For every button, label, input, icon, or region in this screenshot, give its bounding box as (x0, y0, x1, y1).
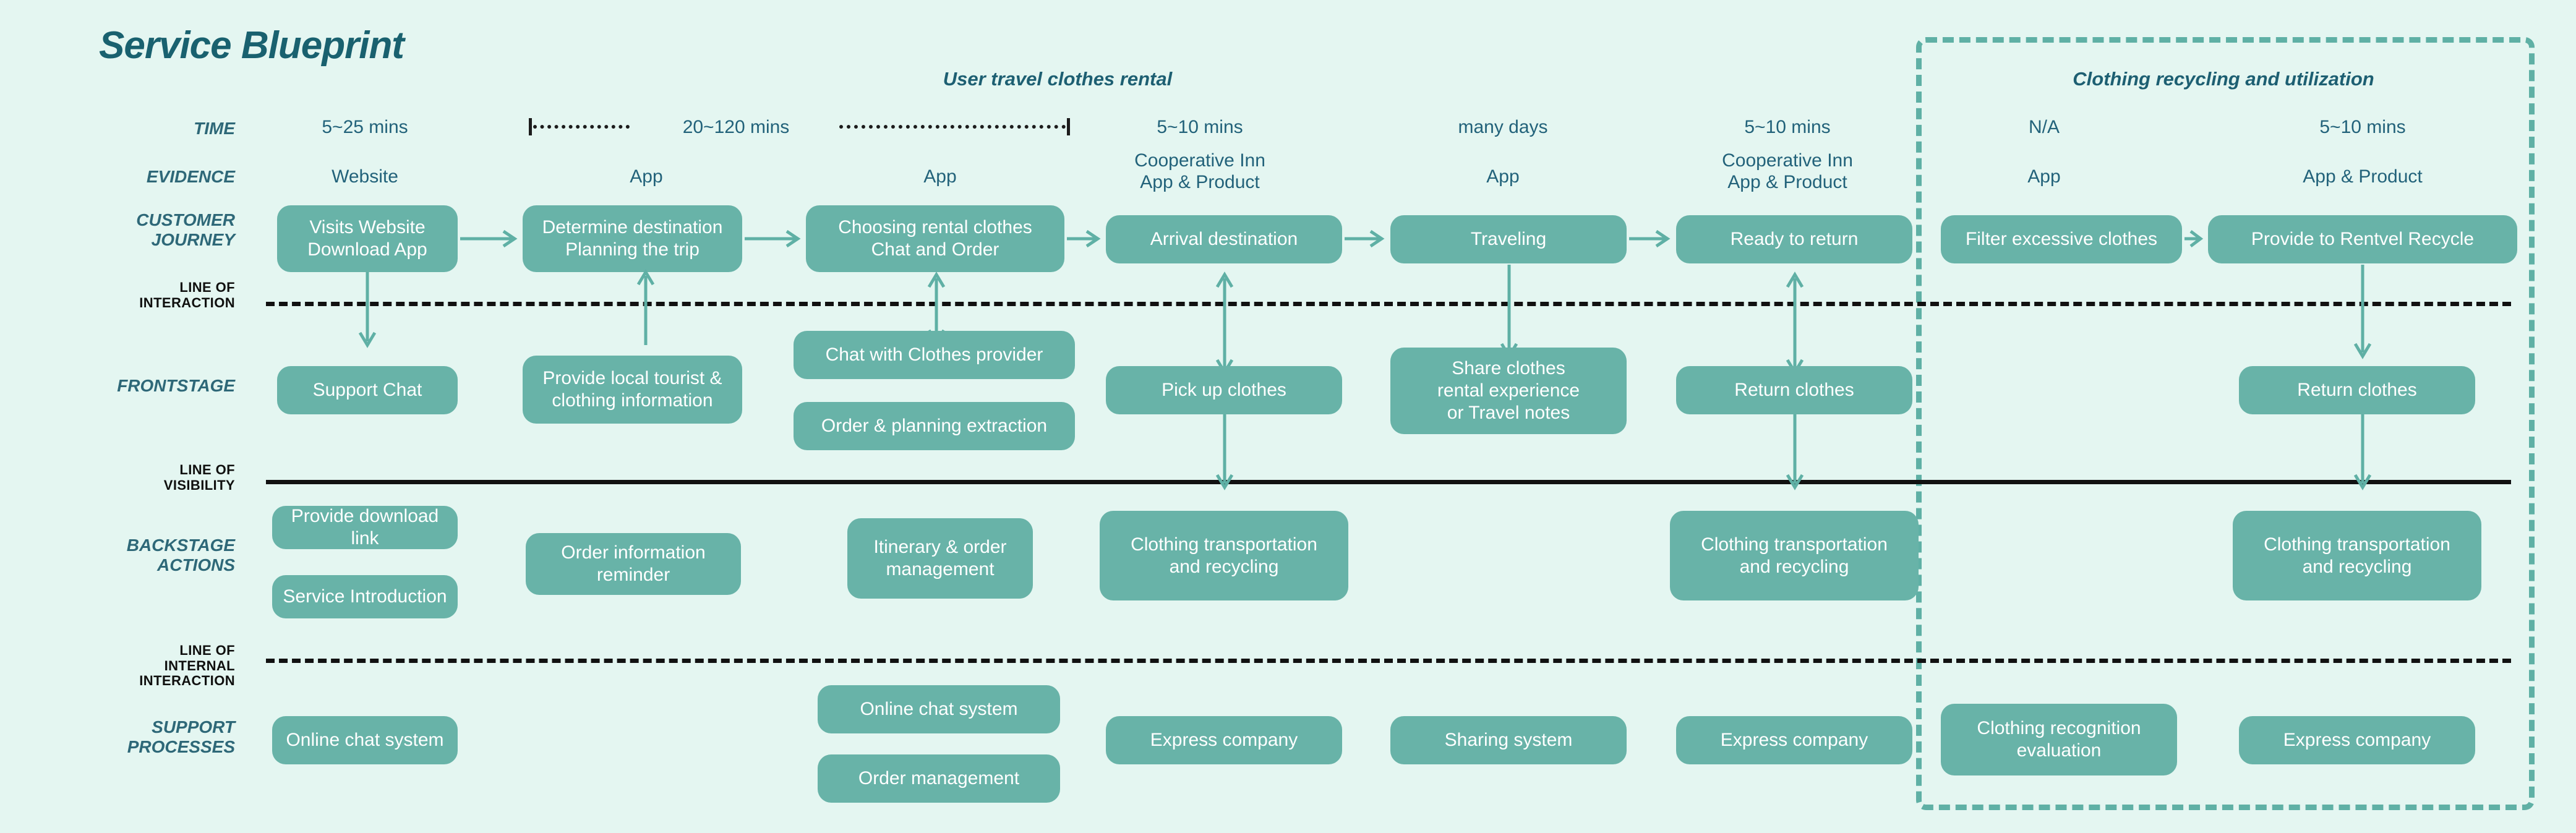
backstage-card-8-1[interactable]: Clothing transportation and recycling (2233, 511, 2481, 600)
time-col-7: N/A (2028, 117, 2060, 137)
line-label-visibility: LINE OF VISIBILITY (163, 462, 235, 493)
line-of-internal-interaction (266, 659, 2511, 663)
backstage-card-4-1[interactable]: Clothing transportation and recycling (1100, 511, 1348, 600)
frontstage-card-1-1[interactable]: Support Chat (277, 366, 458, 414)
evidence-col-6: Cooperative Inn App & Product (1722, 150, 1853, 193)
connector-col4-bidirectional (1215, 271, 1234, 375)
customer-journey-card-1[interactable]: Visits Website Download App (277, 205, 458, 272)
frontstage-card-8-1[interactable]: Return clothes (2239, 366, 2475, 414)
evidence-col-5: App (1486, 166, 1520, 187)
phase-title-travel-rental: User travel clothes rental (943, 68, 1173, 90)
evidence-col-7: App (2027, 166, 2061, 187)
support-card-3-2[interactable]: Order management (818, 754, 1060, 803)
support-card-7-1[interactable]: Clothing recognition evaluation (1941, 704, 2177, 775)
page-title: Service Blueprint (99, 24, 404, 67)
frontstage-card-4-1[interactable]: Pick up clothes (1106, 366, 1342, 414)
row-label-support: SUPPORT PROCESSES (127, 717, 235, 757)
journey-arrow-1-2 (460, 229, 518, 248)
customer-journey-card-8[interactable]: Provide to Rentvel Recycle (2208, 215, 2517, 263)
connector-col6-bidirectional (1786, 271, 1804, 375)
frontstage-card-5-1[interactable]: Share clothes rental experience or Trave… (1390, 348, 1627, 434)
connector-col8-visibility-down (2353, 414, 2372, 490)
journey-arrow-7-8 (2184, 230, 2204, 247)
journey-arrow-5-6 (1629, 229, 1671, 248)
backstage-card-1-1[interactable]: Provide download link (272, 506, 458, 549)
time-bracket-left (529, 118, 631, 135)
customer-journey-card-5[interactable]: Traveling (1390, 215, 1627, 263)
connector-col6-visibility-down (1786, 414, 1804, 490)
line-of-visibility (266, 480, 2511, 484)
backstage-card-1-2[interactable]: Service Introduction (272, 575, 458, 618)
journey-arrow-3-4 (1067, 229, 1101, 248)
support-card-1-1[interactable]: Online chat system (272, 716, 458, 764)
frontstage-card-3-1[interactable]: Chat with Clothes provider (794, 331, 1075, 379)
time-col-2: 20~120 mins (682, 117, 790, 137)
time-col-1: 5~25 mins (322, 117, 408, 137)
journey-arrow-4-5 (1345, 229, 1385, 248)
row-label-backstage: BACKSTAGE ACTIONS (126, 536, 235, 575)
line-label-internal-interaction: LINE OF INTERNAL INTERACTION (139, 643, 235, 689)
support-card-8-1[interactable]: Express company (2239, 716, 2475, 764)
row-label-frontstage: FRONTSTAGE (117, 376, 235, 395)
frontstage-card-2-1[interactable]: Provide local tourist & clothing informa… (523, 356, 742, 424)
customer-journey-card-4[interactable]: Arrival destination (1106, 215, 1342, 263)
row-label-customer-journey: CUSTOMER JOURNEY (136, 210, 235, 250)
support-card-5-1[interactable]: Sharing system (1390, 716, 1627, 764)
connector-col4-visibility-down (1215, 414, 1234, 490)
time-bracket-right (838, 118, 1070, 135)
support-card-3-1[interactable]: Online chat system (818, 685, 1060, 733)
customer-journey-card-6[interactable]: Ready to return (1676, 215, 1912, 263)
backstage-card-6-1[interactable]: Clothing transportation and recycling (1670, 511, 1919, 600)
journey-arrow-2-3 (745, 229, 801, 248)
row-label-time: TIME (194, 119, 235, 138)
line-of-interaction (266, 302, 2511, 306)
row-label-evidence: EVIDENCE (146, 167, 235, 186)
support-card-4-1[interactable]: Express company (1106, 716, 1342, 764)
frontstage-card-6-1[interactable]: Return clothes (1676, 366, 1912, 414)
time-col-4: 5~10 mins (1157, 117, 1243, 137)
connector-col1-down (358, 272, 377, 348)
connector-col8-down (2353, 265, 2372, 359)
backstage-card-3-1[interactable]: Itinerary & order management (847, 518, 1033, 599)
evidence-col-3: App (923, 166, 957, 187)
backstage-card-2-1[interactable]: Order information reminder (526, 533, 741, 595)
support-card-6-1[interactable]: Express company (1676, 716, 1912, 764)
customer-journey-card-2[interactable]: Determine destination Planning the trip (523, 205, 742, 272)
time-col-6: 5~10 mins (1744, 117, 1831, 137)
bracket-dots-right (839, 125, 1066, 129)
time-col-8: 5~10 mins (2319, 117, 2406, 137)
line-label-interaction: LINE OF INTERACTION (139, 280, 235, 310)
bracket-cap-left (529, 118, 532, 135)
phase-title-clothing-recycling: Clothing recycling and utilization (2073, 68, 2374, 90)
bracket-dots-left (533, 125, 630, 129)
bracket-cap-right (1067, 118, 1070, 135)
connector-col2-up (636, 269, 655, 345)
frontstage-card-3-2[interactable]: Order & planning extraction (794, 402, 1075, 450)
customer-journey-card-3[interactable]: Choosing rental clothes Chat and Order (806, 205, 1064, 272)
evidence-col-2: App (630, 166, 663, 187)
time-col-5: many days (1458, 117, 1548, 137)
customer-journey-card-7[interactable]: Filter excessive clothes (1941, 215, 2182, 263)
evidence-col-1: Website (332, 166, 398, 187)
clothing-recycling-region (1916, 37, 2535, 810)
evidence-col-8: App & Product (2303, 166, 2423, 187)
evidence-col-4: Cooperative Inn App & Product (1134, 150, 1265, 193)
